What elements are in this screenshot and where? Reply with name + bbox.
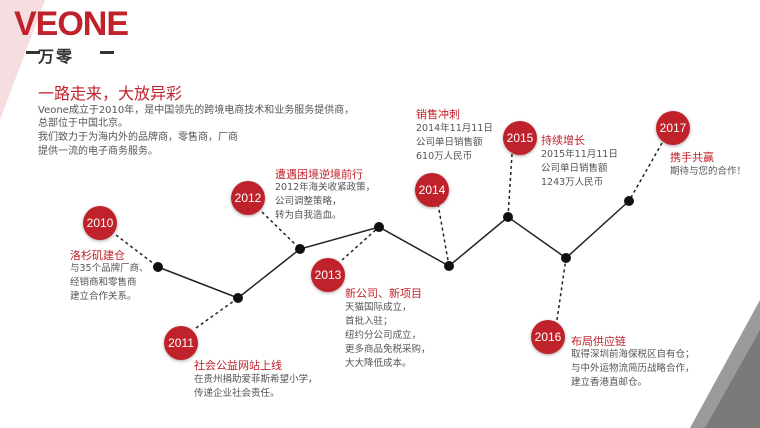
event-line: 1243万人民币	[541, 177, 604, 188]
event-line: 2014年11月11日	[416, 123, 493, 134]
event-line: 期待与您的合作！	[670, 166, 747, 177]
event-line: 转为自我造血。	[275, 210, 342, 221]
event-line: 在贵州捐助爱菲斯希望小学，	[194, 374, 318, 385]
connector-2014	[437, 203, 450, 267]
point-2012	[295, 244, 305, 254]
year-badge-2015: 2015	[503, 121, 537, 155]
point-2016	[561, 253, 571, 263]
intro-line-2: 总部位于中国北京。	[38, 118, 128, 129]
point-2015	[503, 212, 513, 222]
event-line: 与中外运物流简历战略合作，	[571, 363, 695, 374]
page-title: 一路走来，大放异彩	[38, 84, 183, 103]
event-line: 首批入驻；	[345, 316, 393, 327]
point-2014	[444, 261, 454, 271]
timeline-points	[153, 196, 634, 303]
event-line: 大大降低成本。	[345, 358, 412, 369]
event-line: 传递企业社会责任。	[194, 388, 280, 399]
event-line: 公司单日销售额	[416, 137, 483, 148]
event-line: 建立香港直邮仓。	[571, 377, 648, 388]
event-line: 610万人民币	[416, 151, 473, 162]
event-line: 公司单日销售额	[541, 163, 608, 174]
year-badge-2017: 2017	[656, 111, 690, 145]
event-title-2016: 布局供应链	[571, 335, 626, 348]
point-2013	[374, 222, 384, 232]
event-line: 经销商和零售商	[70, 277, 137, 288]
event-line: 建立合作关系。	[70, 291, 137, 302]
connector-2011	[195, 297, 239, 329]
brand-logo: VEONE	[14, 5, 129, 43]
connector-2013	[341, 226, 380, 261]
event-title-2012: 遭遇困境逆境前行	[275, 168, 363, 181]
year-badge-2010: 2010	[83, 206, 117, 240]
logo-bar-right	[100, 51, 114, 54]
event-title-2017: 携手共赢	[670, 151, 714, 164]
connectors	[115, 142, 663, 329]
intro-line-1: Veone成立于2010年，是中国领先的跨境电商技术和业务服务提供商，	[38, 105, 355, 116]
year-badge-2012: 2012	[231, 181, 265, 215]
event-line: 公司调整策略，	[275, 196, 342, 207]
connector-2016	[556, 257, 567, 321]
point-2011	[233, 293, 243, 303]
connector-2010	[115, 234, 159, 268]
brand-logo-subtitle: 万零	[38, 47, 75, 66]
event-title-2011: 社会公益网站上线	[194, 359, 282, 372]
corner-triangle-top-left	[0, 0, 45, 120]
connector-2012	[261, 211, 301, 250]
event-line: 2015年11月11日	[541, 149, 618, 160]
event-line: 纽约分公司成立，	[345, 330, 422, 341]
event-title-2014: 销售冲刺	[416, 108, 460, 121]
connector-2015	[507, 153, 513, 218]
intro-line-4: 提供一流的电子商务服务。	[38, 146, 158, 157]
year-badge-2014: 2014	[415, 173, 449, 207]
intro-line-3: 我们致力于为海内外的品牌商，零售商，厂商	[38, 132, 238, 143]
point-2017	[624, 196, 634, 206]
event-line: 2012年海关收紧政策，	[275, 182, 376, 193]
year-badge-2011: 2011	[164, 326, 198, 360]
event-line: 更多商品免税采购，	[345, 344, 431, 355]
corner-triangle-bottom-right-dark	[705, 330, 760, 428]
year-badge-2016: 2016	[531, 320, 565, 354]
event-title-2013: 新公司、新项目	[345, 287, 422, 300]
event-title-2015: 持续增长	[541, 134, 585, 147]
year-badge-2013: 2013	[311, 258, 345, 292]
point-2010	[153, 262, 163, 272]
event-title-2010: 洛杉矶建仓	[70, 249, 125, 262]
connector-2017	[628, 142, 663, 202]
event-line: 天猫国际成立，	[345, 302, 412, 313]
event-line: 取得深圳前海保税区自有仓；	[571, 349, 695, 360]
event-line: 与35个品牌厂商、	[70, 263, 149, 274]
logo-bar-left	[26, 51, 40, 54]
timeline-line	[157, 200, 630, 299]
